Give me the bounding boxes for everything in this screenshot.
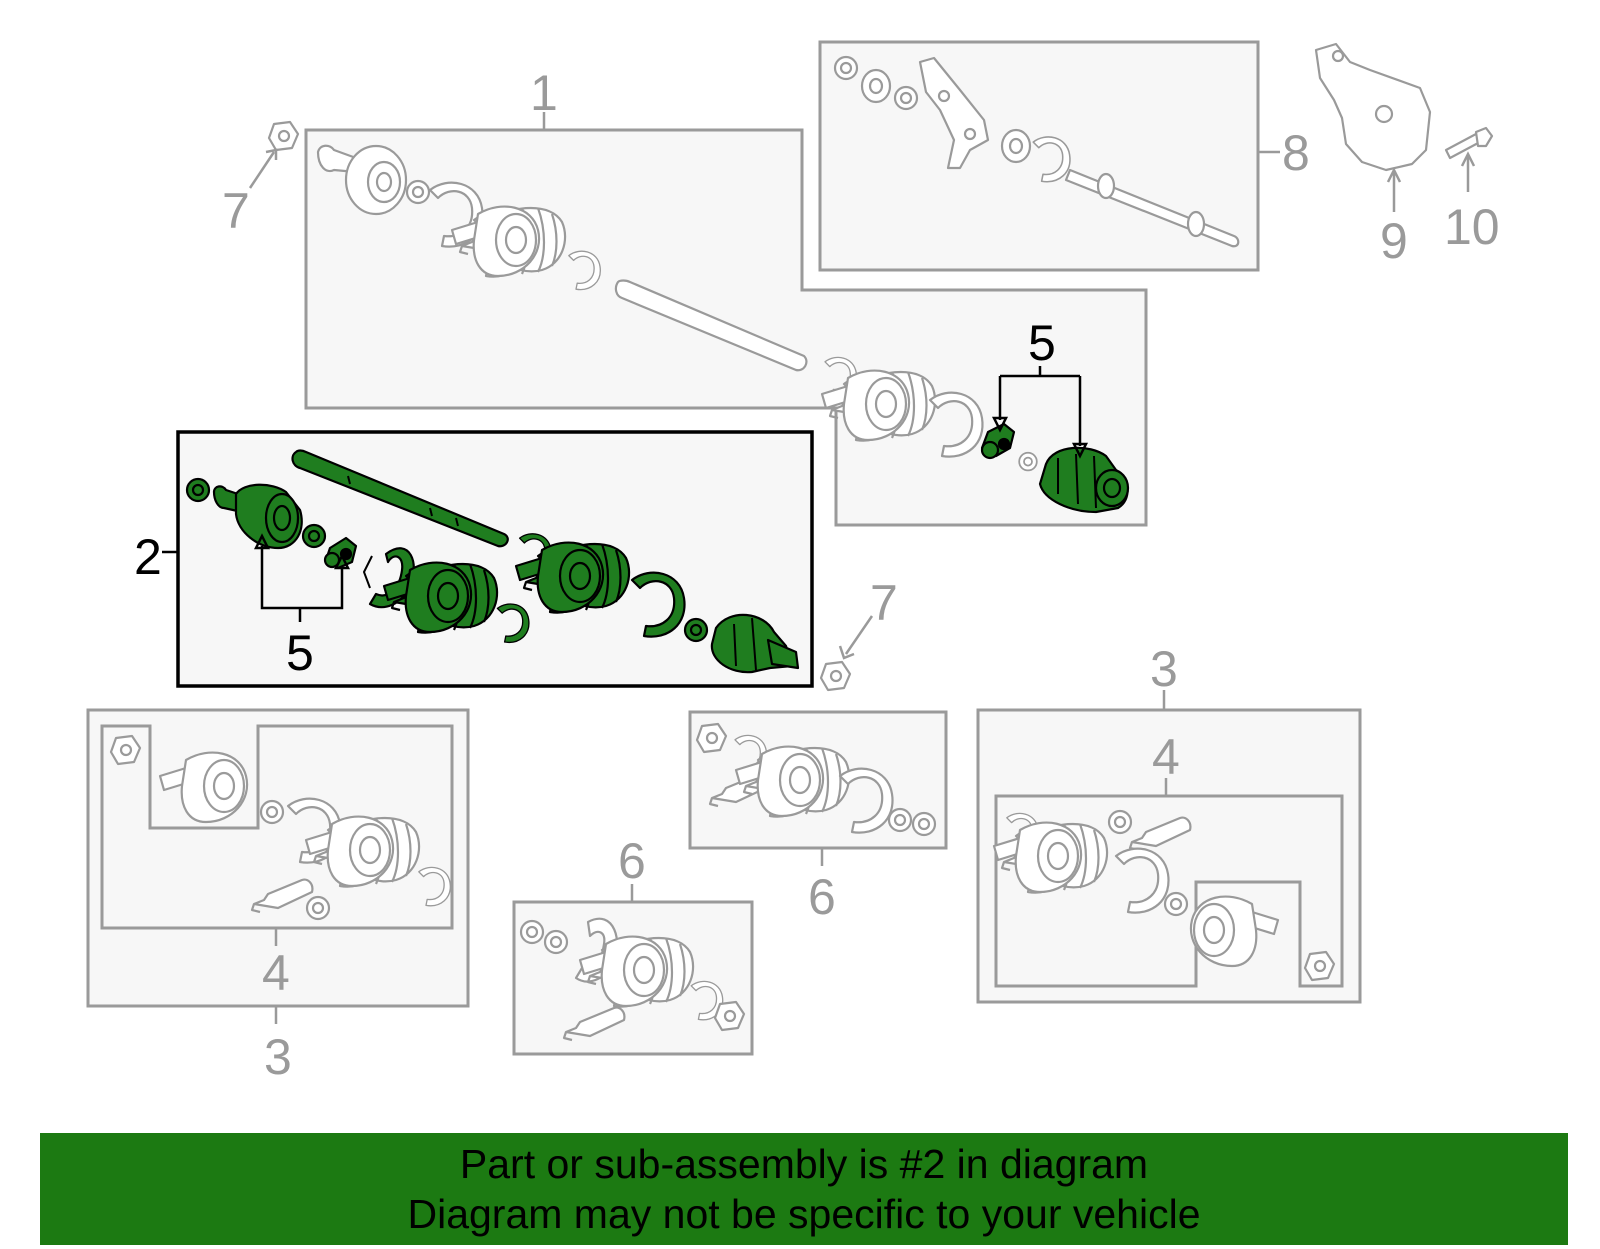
callout-7-upper: 7 [222,183,250,239]
diagram-notice-banner: Part or sub-assembly is #2 in diagram Di… [40,1133,1568,1245]
callout-4-right: 4 [1152,729,1180,785]
callout-6-upper-box: 6 [808,869,836,925]
nut-6u [695,722,728,754]
leader-9 [1386,167,1402,212]
nut-3l [109,734,142,766]
arrow-heads-5-upper [991,416,1089,459]
callout-9: 9 [1380,213,1408,269]
snap-ring-green [185,477,211,503]
callout-8: 8 [1282,125,1310,181]
tripod-joint-green-upper [980,422,1016,460]
ring-8a [833,55,859,81]
bearing-support-bracket-9 [1314,42,1432,172]
bearing-8 [860,68,892,104]
circlip-green [301,523,327,549]
inner-cv-housing-green-upper [1038,446,1130,514]
callout-10: 10 [1444,199,1500,255]
banner-line-2: Diagram may not be specific to your vehi… [407,1191,1201,1237]
nut-6l [713,1000,746,1032]
ring-3r-b [1163,891,1189,917]
assembly-box-8 [818,40,1260,272]
ring-6u-b [911,811,937,837]
callout-7-lower: 7 [870,575,898,631]
arrow-heads-5-lower [253,533,351,570]
ring-3l [259,799,285,825]
bracket-8 [918,56,990,170]
callout-5-upper: 5 [1028,315,1056,371]
ring-8b [893,85,919,111]
nut-3r [1303,950,1336,982]
leader-10 [1460,151,1476,192]
seal-8 [1000,128,1032,164]
bracket-5-lower [260,546,344,622]
bracket-5-upper [998,366,1082,446]
bolt-10 [1444,126,1494,160]
leader-7-lower [838,615,874,660]
tripod-joint-green-lower [323,536,358,570]
arrow-head-7-upper [265,148,278,160]
shaft-green [291,449,509,548]
snap-ring-green-b [683,617,709,643]
callout-3-right: 3 [1150,641,1178,697]
assembly-box-2 [176,430,814,688]
callout-4-left: 4 [262,945,290,1001]
snap-ring-gray [405,179,431,205]
ring-6l-b [543,929,569,955]
shaft-gray [614,279,808,372]
hub-nut-7-lower [819,660,852,692]
callout-3-left: 3 [264,1029,292,1085]
intermediate-shaft-8 [1064,168,1240,248]
ring-6l [519,919,545,945]
outer-cv-joint-green [212,483,303,550]
callout-2: 2 [134,529,162,585]
banner-line-1: Part or sub-assembly is #2 in diagram [459,1141,1149,1187]
leader-7-upper [248,151,276,189]
callout-5-lower: 5 [286,625,314,681]
ring-3l-b [305,895,331,921]
cv-joint-outboard-green [710,613,800,674]
ring-3r [1107,809,1133,835]
outer-cv-joint-gray [316,144,408,216]
callout-6-lower-box: 6 [618,833,646,889]
ring-6u [887,807,913,833]
callout-1: 1 [530,65,558,121]
circlip-gray [1018,451,1038,472]
hub-nut-7-upper [267,120,300,152]
